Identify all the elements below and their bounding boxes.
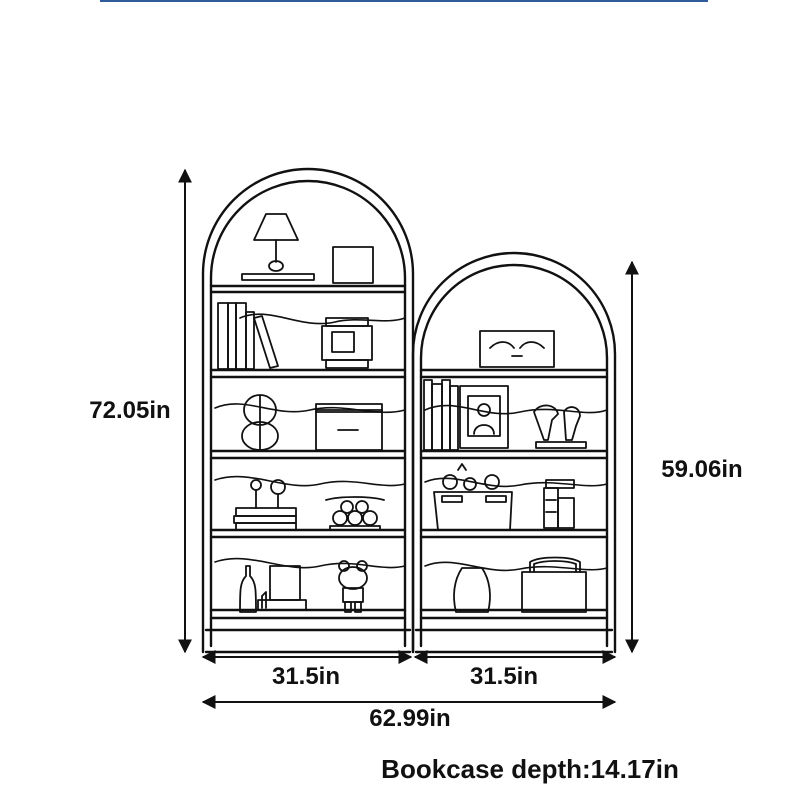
short-base	[414, 628, 614, 654]
trophy-stack-icon	[543, 479, 575, 529]
tall-wave-4	[214, 557, 406, 569]
toy-basket-icon	[433, 463, 513, 531]
book-row-icon	[217, 302, 279, 370]
table-lamp-icon	[241, 213, 315, 281]
tall-height-label: 72.05in	[89, 397, 170, 424]
left-width-dimension: 31.5in	[201, 650, 413, 690]
portrait-frame-icon	[459, 385, 509, 449]
tall-height-dimension: 72.05in	[89, 168, 192, 654]
wall-art-frame-icon	[257, 565, 307, 611]
bear-figurine-icon	[338, 560, 368, 613]
tall-shelf-4	[209, 528, 407, 539]
bird-figurine-icon	[533, 404, 587, 449]
short-bookcase-outer-frame	[411, 251, 617, 654]
book-row-icon	[423, 379, 459, 451]
right-width-dimension: 31.5in	[413, 650, 617, 690]
short-height-dimension: 59.06in	[625, 260, 743, 654]
storage-box-icon	[315, 403, 383, 451]
tall-wave-1	[239, 313, 406, 325]
short-shelf-4	[419, 608, 609, 620]
fruit-bowl-icon	[325, 496, 385, 531]
left-width-label: 31.5in	[272, 663, 340, 690]
pot-vase-icon	[453, 567, 491, 613]
short-wave-2	[424, 477, 608, 488]
depth-note: Bookcase depth:14.17in	[381, 754, 679, 784]
storage-bin-icon	[521, 556, 587, 613]
tall-bookcase-inner-frame	[209, 179, 407, 648]
tall-base	[204, 628, 412, 654]
short-wave-1	[424, 404, 608, 415]
short-bookcase-inner-frame	[419, 263, 609, 648]
short-wave-3	[424, 561, 608, 572]
bottle-vase-icon	[239, 565, 267, 613]
stacked-ball-vase-icon	[241, 394, 279, 451]
total-width-dimension: 62.99in	[201, 695, 617, 732]
picture-frame-icon	[332, 246, 374, 284]
trophy-stack-icon	[233, 479, 297, 531]
tall-bookcase-outer-frame	[201, 167, 415, 654]
short-height-label: 59.06in	[661, 456, 742, 483]
tall-shelf-1	[209, 284, 407, 294]
short-shelf-1	[419, 368, 609, 379]
total-width-label: 62.99in	[369, 705, 450, 732]
tall-wave-3	[214, 475, 406, 487]
tall-shelf-5	[209, 608, 407, 620]
right-width-label: 31.5in	[470, 663, 538, 690]
wall-art-frame-icon	[479, 330, 555, 368]
tall-shelf-3	[209, 449, 407, 460]
camera-decor-icon	[321, 317, 373, 369]
short-shelf-3	[419, 528, 609, 539]
short-shelf-2	[419, 449, 609, 460]
tall-shelf-2	[209, 368, 407, 379]
tall-bookcase	[201, 167, 415, 654]
short-bookcase	[411, 251, 617, 654]
